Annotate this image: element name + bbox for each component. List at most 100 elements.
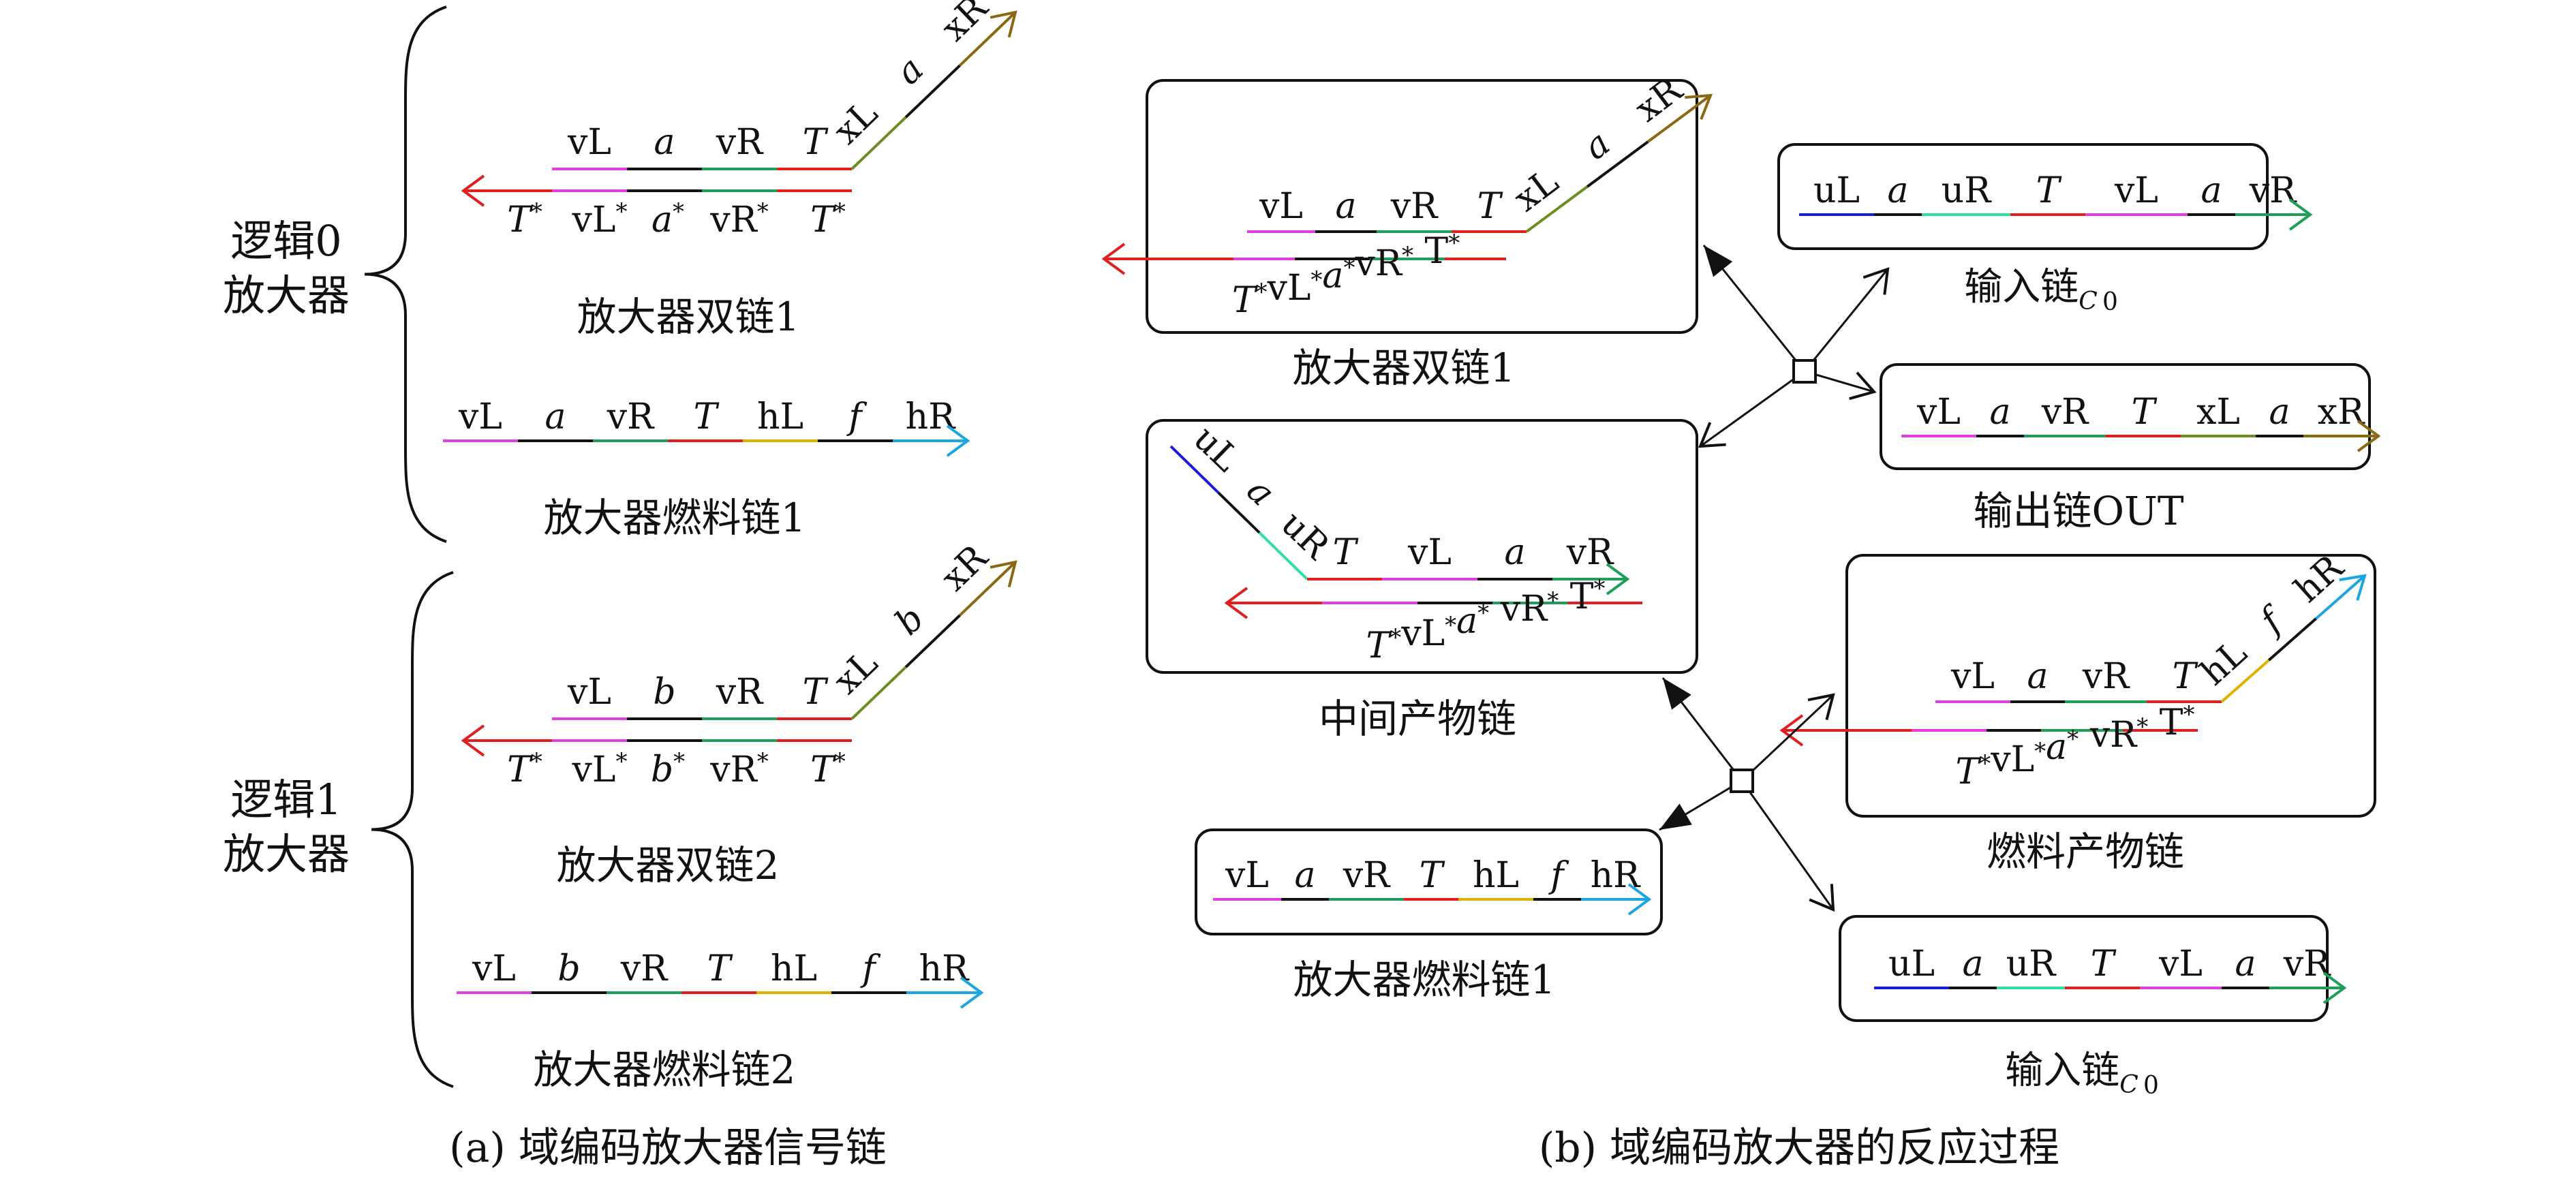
b-fuel1-label-6: hR bbox=[1591, 855, 1641, 896]
a-duplex2-diag-seg-0 bbox=[850, 666, 907, 720]
b-output-arrowhead bbox=[2357, 420, 2381, 452]
b-output-label-1: a bbox=[1989, 392, 2010, 433]
a-duplex1-diag-seg-1 bbox=[904, 64, 961, 119]
b-input-top-label-6: vR bbox=[2249, 170, 2297, 211]
b-output-label-4: xL bbox=[2196, 392, 2240, 433]
b-fuelprod-diag-label-0: hL bbox=[2193, 632, 2255, 694]
a-duplex2-bottom-arrowhead bbox=[461, 724, 485, 757]
a-fuel2-caption: 放大器燃料链2 bbox=[534, 1047, 796, 1093]
b-fuelprod-bottom-label: T*vL*a* vR* T* bbox=[1956, 701, 2195, 792]
b-fuelprod-diag-seg-2 bbox=[2315, 574, 2366, 620]
b-input-bottom-label-0: uL bbox=[1888, 944, 1935, 985]
a-duplex2-bottom-label-4: T* bbox=[810, 748, 846, 790]
a-duplex1-bottom-label-0: T* bbox=[507, 198, 542, 241]
b-junction-2 bbox=[1730, 769, 1754, 793]
b-inter-diag-label-1: a bbox=[1239, 470, 1283, 514]
a-duplex2-diag-seg-1 bbox=[904, 614, 961, 668]
panel-a-caption: (a) 域编码放大器信号链 bbox=[449, 1124, 887, 1172]
group0-label-line2: 放大器 bbox=[223, 270, 350, 320]
group0-label-line1: 逻辑0 bbox=[230, 216, 341, 266]
a-duplex2-bottom-label-1: vL* bbox=[572, 748, 628, 790]
b-input-top-label-3: T bbox=[2036, 170, 2062, 211]
a-duplex2-bottom-label-0: T* bbox=[507, 748, 542, 790]
a-duplex1-top-label-3: T bbox=[803, 122, 829, 163]
b-input-bottom-label-1: a bbox=[1962, 944, 1983, 985]
b-fuel1-label-2: vR bbox=[1343, 855, 1391, 896]
b-duplex1-bottom-arrowhead bbox=[1101, 243, 1126, 275]
a-duplex2-diag-seg-2 bbox=[959, 561, 1017, 617]
b-fuel1-arrowhead bbox=[1627, 883, 1652, 916]
a-fuel1-label-5: f bbox=[846, 397, 867, 437]
a-duplex1-bottom-label-2: a* bbox=[651, 198, 684, 241]
b-input-top-label-1: a bbox=[1887, 170, 1908, 211]
b-j1-to-input-top-head bbox=[1862, 267, 1890, 295]
b-inter-bottom-arrowhead bbox=[1224, 587, 1248, 619]
b-input-top-caption-sub: 0 bbox=[2102, 288, 2118, 316]
b-fuel1-box bbox=[1195, 828, 1663, 935]
a-duplex1-diag-label-2: xR bbox=[934, 0, 996, 49]
a-duplex1-diag-seg-0 bbox=[850, 116, 907, 170]
a-fuel2-label-6: hR bbox=[919, 948, 970, 989]
brace-group0 bbox=[364, 5, 447, 543]
b-input-top-box bbox=[1777, 143, 2269, 250]
b-duplex1-diag-seg-2 bbox=[1647, 94, 1712, 143]
a-fuel2-label-1: b bbox=[557, 948, 580, 989]
panel-b-caption: (b) 域编码放大器的反应过程 bbox=[1539, 1124, 2059, 1172]
b-j1-to-input-top-line bbox=[1803, 268, 1889, 372]
b-j2-to-fuelprod-head bbox=[1807, 693, 1835, 720]
b-fuelprod-diag-arrowhead bbox=[2339, 574, 2367, 601]
a-fuel2-arrowhead bbox=[960, 976, 984, 1009]
a-fuel2-label-4: hL bbox=[771, 948, 817, 989]
b-fuelprod-diag-label-1: f bbox=[2250, 598, 2293, 642]
b-duplex1-diag-label-2: xR bbox=[1627, 69, 1690, 130]
b-input-bottom-label-4: vL bbox=[2158, 944, 2203, 985]
a-fuel2-label-3: T bbox=[707, 948, 733, 989]
a-duplex2-bottom-label-3: vR* bbox=[709, 748, 769, 790]
a-fuel1-label-6: hR bbox=[906, 397, 956, 437]
a-duplex2-top-label-0: vL bbox=[567, 672, 611, 713]
a-duplex2-diag-label-1: b bbox=[887, 598, 932, 643]
b-fuelprod-diag-seg-1 bbox=[2267, 617, 2317, 662]
b-inter-top-label-2: a bbox=[1504, 532, 1525, 573]
b-input-bottom-caption: 输入链C bbox=[2005, 1049, 2138, 1099]
b-duplex1-diag-label-1: a bbox=[1576, 123, 1618, 168]
a-duplex1-bottom-label-3: vR* bbox=[709, 198, 769, 241]
a-fuel1-label-0: vL bbox=[458, 397, 502, 437]
a-duplex1-diag-seg-2 bbox=[959, 11, 1017, 67]
b-fuelprod-top-label-0: vL bbox=[1950, 656, 1995, 697]
a-fuel1-label-1: a bbox=[545, 397, 566, 437]
b-j2-to-input-bottom-line bbox=[1741, 780, 1835, 910]
b-fuel1-caption: 放大器燃料链1 bbox=[1293, 957, 1556, 1003]
b-fuel1-label-5: f bbox=[1548, 855, 1569, 896]
b-intermediate-caption: 中间产物链 bbox=[1319, 696, 1516, 742]
b-inter-diag-seg-1 bbox=[1217, 491, 1261, 534]
a-duplex1-diag-arrowhead bbox=[990, 10, 1017, 38]
b-j2-to-input-bottom-head bbox=[1809, 884, 1835, 912]
a-fuel2-label-5: f bbox=[859, 948, 880, 989]
b-output-caption: 输出链OUT bbox=[1973, 488, 2183, 534]
a-duplex1-caption: 放大器双链1 bbox=[577, 294, 800, 340]
b-fuelprod-top-label-3: T bbox=[2173, 656, 2198, 697]
b-duplex1-top-label-0: vL bbox=[1259, 186, 1303, 227]
b-fuelprod-caption: 燃料产物链 bbox=[1987, 828, 2184, 875]
b-inter-top-label-3: vR bbox=[1566, 532, 1614, 573]
a-duplex2-top-label-1: b bbox=[653, 672, 675, 713]
b-duplex1-top-label-1: a bbox=[1335, 186, 1356, 227]
a-duplex2-top-label-2: vR bbox=[716, 672, 764, 713]
b-fuel1-label-4: hL bbox=[1473, 855, 1519, 896]
b-input-bottom-arrowhead bbox=[2322, 972, 2347, 1004]
b-inter-diag-seg-0 bbox=[1169, 445, 1220, 494]
a-fuel1-caption: 放大器燃料链1 bbox=[544, 495, 806, 541]
a-duplex2-diag-arrowhead bbox=[990, 560, 1017, 588]
a-fuel2-label-0: vL bbox=[472, 948, 516, 989]
b-fuelprod-bottom-arrowhead bbox=[1779, 714, 1804, 747]
b-input-bottom-caption-sub: 0 bbox=[2143, 1072, 2159, 1100]
b-output-label-5: a bbox=[2269, 392, 2290, 433]
b-fuelprod-box bbox=[1845, 554, 2376, 818]
b-j2-to-intermediate-head bbox=[1663, 678, 1691, 710]
b-duplex1-caption: 放大器双链1 bbox=[1293, 345, 1516, 391]
a-fuel1-label-4: hL bbox=[757, 397, 803, 437]
b-input-top-label-2: uR bbox=[1942, 170, 1992, 211]
b-fuel1-label-0: vL bbox=[1225, 855, 1269, 896]
